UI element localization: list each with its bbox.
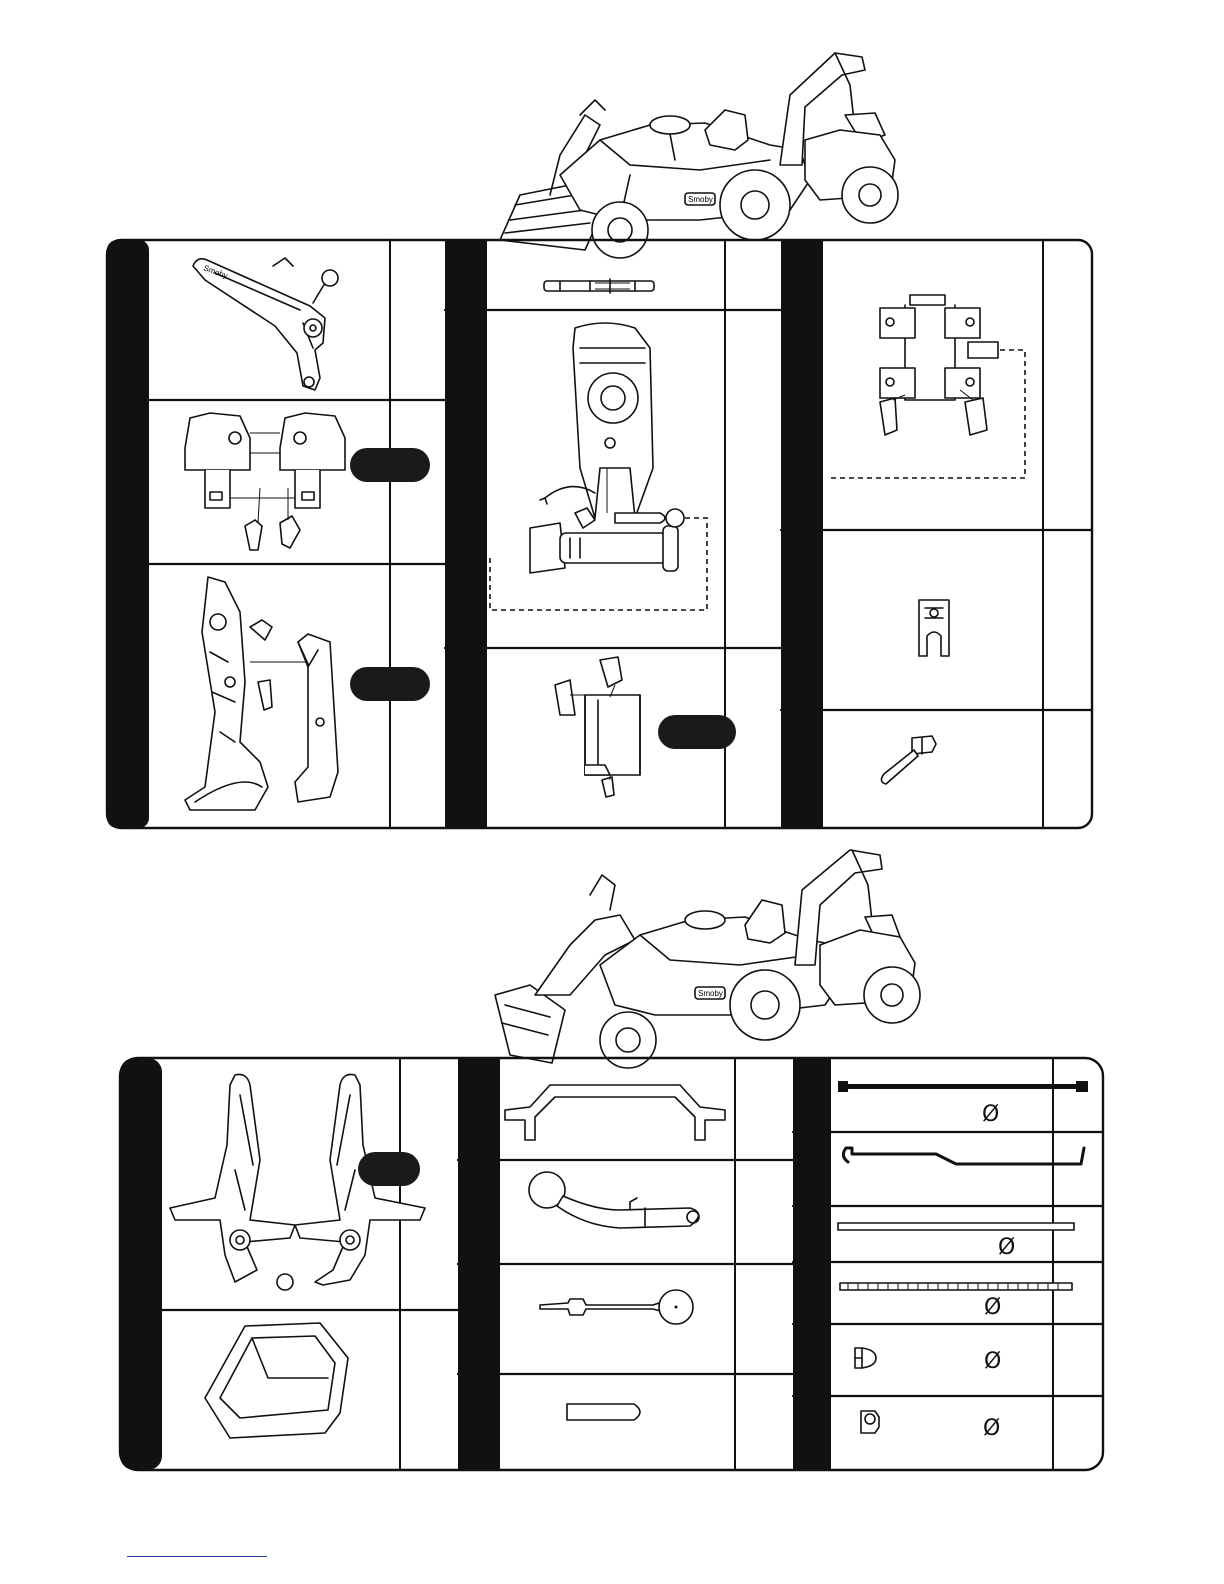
brand-mark-top: Smoby: [688, 195, 713, 204]
quantity-badge-clip: [350, 448, 430, 482]
strip-col3-bottom: [793, 1058, 831, 1470]
quantity-badge-bucket-arm: [350, 667, 430, 701]
part-flat-rod: Ø: [836, 1220, 1076, 1260]
part-threaded-rod: Ø: [838, 1280, 1078, 1320]
part-clip-brackets-pair: [180, 408, 440, 558]
part-hooked-rod: [836, 1142, 1091, 1172]
part-bracket-plate: [550, 655, 750, 815]
part-seat-column-assembly: [485, 318, 720, 618]
tractor-illustration-top: Smoby: [490, 45, 910, 260]
part-short-axle-rod: [540, 275, 660, 299]
part-loader-arms-pair: [165, 1070, 435, 1295]
diameter-symbol-threaded-rod: Ø: [984, 1295, 1001, 1320]
part-bolt: [872, 730, 942, 788]
strip-col3: [781, 240, 823, 828]
tractor-illustration-bottom: Smoby: [490, 845, 930, 1075]
part-long-rod: Ø: [836, 1075, 1096, 1130]
part-control-lever: [525, 1168, 710, 1238]
diameter-symbol-cap-nut-a: Ø: [984, 1349, 1001, 1374]
part-steering-rod: [538, 1285, 698, 1330]
diameter-symbol-cap-nut-b: Ø: [983, 1416, 1000, 1441]
strip-col1-bottom: [120, 1058, 162, 1470]
quantity-badge-bracket: [658, 715, 736, 749]
part-bucket-arm-pair: [180, 572, 440, 817]
part-fork-clip: [915, 596, 955, 662]
part-loader-bucket: [200, 1318, 355, 1443]
strip-col2: [445, 240, 487, 828]
brand-mark-bottom: Smoby: [698, 989, 723, 998]
part-pin: [564, 1400, 649, 1425]
part-cap-nut-a: Ø: [850, 1340, 1030, 1380]
part-cap-nut-b: Ø: [855, 1405, 1035, 1445]
part-seat-bracket-assembly: [825, 290, 1035, 485]
part-arm-lever: Smoby: [185, 248, 355, 398]
part-bumper-bar: [500, 1075, 730, 1145]
strip-col1: [107, 240, 149, 828]
diameter-symbol-long-rod: Ø: [982, 1102, 999, 1127]
quantity-badge-loader-arm: [358, 1152, 420, 1186]
footer-link-underline: [127, 1556, 267, 1557]
diameter-symbol-flat-rod: Ø: [998, 1235, 1015, 1260]
